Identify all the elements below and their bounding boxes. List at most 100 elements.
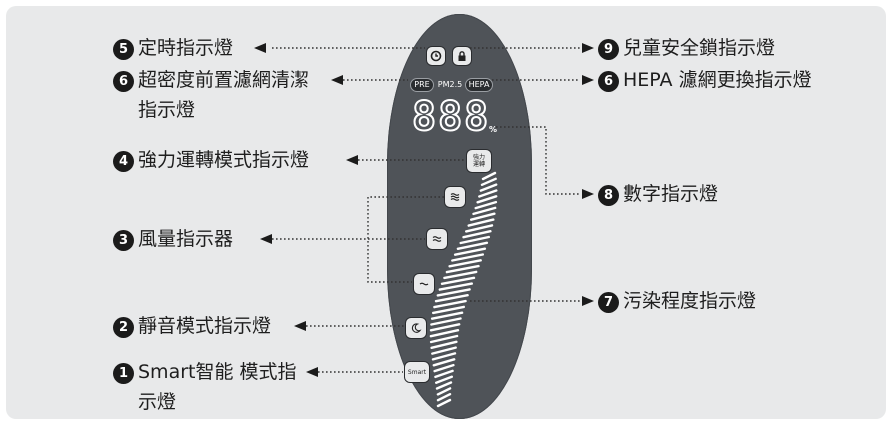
moon-icon [411,323,422,333]
pollution-stripe [435,375,453,384]
timer-button[interactable] [427,47,445,65]
pollution-stripe [429,323,461,332]
smart-button[interactable]: Smart [405,362,429,382]
connector-fan-outer [367,196,444,283]
pollution-stripe [431,346,457,355]
number-badge: 6 [113,71,134,92]
lock-icon [458,51,466,61]
pollution-stripe [448,259,482,268]
label-text: 靜音模式指示燈 [138,315,272,337]
pollution-stripe [480,177,497,187]
arrowheads [254,43,594,377]
pollution-stripe [476,195,498,204]
label-text: 定時指示燈 [138,37,234,59]
arrow-prefilter [331,75,343,85]
digit-display: 888 [411,93,491,141]
number-badge: 2 [113,317,134,338]
label-smart-line2: 示燈 [138,391,177,413]
number-badge: 7 [598,292,619,313]
pollution-stripe [459,235,490,245]
label-text: 污染程度指示燈 [623,290,757,312]
clock-icon [430,50,442,62]
label-text: 超密度前置濾網清潔 [138,69,310,91]
pollution-stripe [478,189,498,198]
fan-high-button[interactable] [445,187,465,207]
pollution-stripe [467,218,495,227]
connector-digital [496,126,580,195]
number-badge: 3 [113,230,134,251]
number-badge: 1 [113,363,134,384]
number-badge: 9 [598,39,619,60]
fan-low-button[interactable] [414,274,434,294]
pollution-stripe [436,393,452,402]
lock-button[interactable] [453,47,471,65]
arrow-turbo [346,155,358,165]
arrow-hepa [582,75,594,85]
pollution-stripe [462,229,492,239]
pollution-stripe [429,329,460,338]
turbo-button[interactable]: 強力 運轉 [467,150,491,172]
pollution-stripe [433,363,455,373]
pollution-stripe [456,241,489,251]
pre-filter-indicator: PRE [410,78,434,92]
pollution-stripe [443,270,478,280]
turbo-button-label-1: 強力 [472,154,485,161]
pollution-stripe [429,334,459,344]
arrow-smart [306,367,318,377]
label-text: 強力運轉模式指示燈 [138,149,310,171]
sleep-button[interactable] [406,318,426,338]
pollution-stripe [465,224,494,233]
arrow-lock [582,43,594,53]
pollution-stripe [430,317,462,326]
pollution-stripe [445,264,480,274]
arrow-pollution [582,296,594,306]
pollution-stripe [438,282,473,291]
arrow-digital [582,189,594,199]
number-badge: 6 [598,71,619,92]
fan-mid-button[interactable] [427,229,447,249]
pollution-stripe [435,381,453,390]
pollution-stripe [430,340,458,349]
number-badge: 4 [113,151,134,172]
pollution-stripe [481,171,497,181]
pollution-stripe [433,299,467,309]
pm25-indicator: PM2.5 [437,80,463,89]
pollution-stripe [436,398,452,408]
percent-sign: % [489,125,498,134]
pollution-stripe [434,369,454,379]
pollution-stripe [479,183,498,192]
wave-double-icon [432,236,442,242]
pollution-stripe [434,294,469,303]
label-text: 數字指示燈 [623,183,719,205]
pollution-stripe [430,311,464,320]
pollution-stripe [453,247,487,256]
pollution-stripe [472,206,497,216]
pollution-stripe [451,253,484,262]
connector-lines [272,47,580,373]
label-text: 風量指示器 [138,228,234,250]
label-text: Smart智能 模式指 [138,361,297,383]
pollution-stripe [432,358,456,367]
label-text: 兒童安全鎖指示燈 [623,37,776,59]
pollution-stripe [440,276,476,285]
pollution-stripe [432,305,465,315]
hepa-indicator: HEPA [465,78,493,92]
label-prefilter-line2: 指示燈 [138,99,196,121]
pollution-stripe [431,352,457,361]
wave-single-icon [419,282,429,286]
pollution-stripe [436,387,452,396]
arrow-fan [260,234,272,244]
label-text: HEPA 濾網更換指示燈 [623,69,812,91]
pollution-stripe [474,200,498,210]
arrow-sleep [294,321,306,331]
